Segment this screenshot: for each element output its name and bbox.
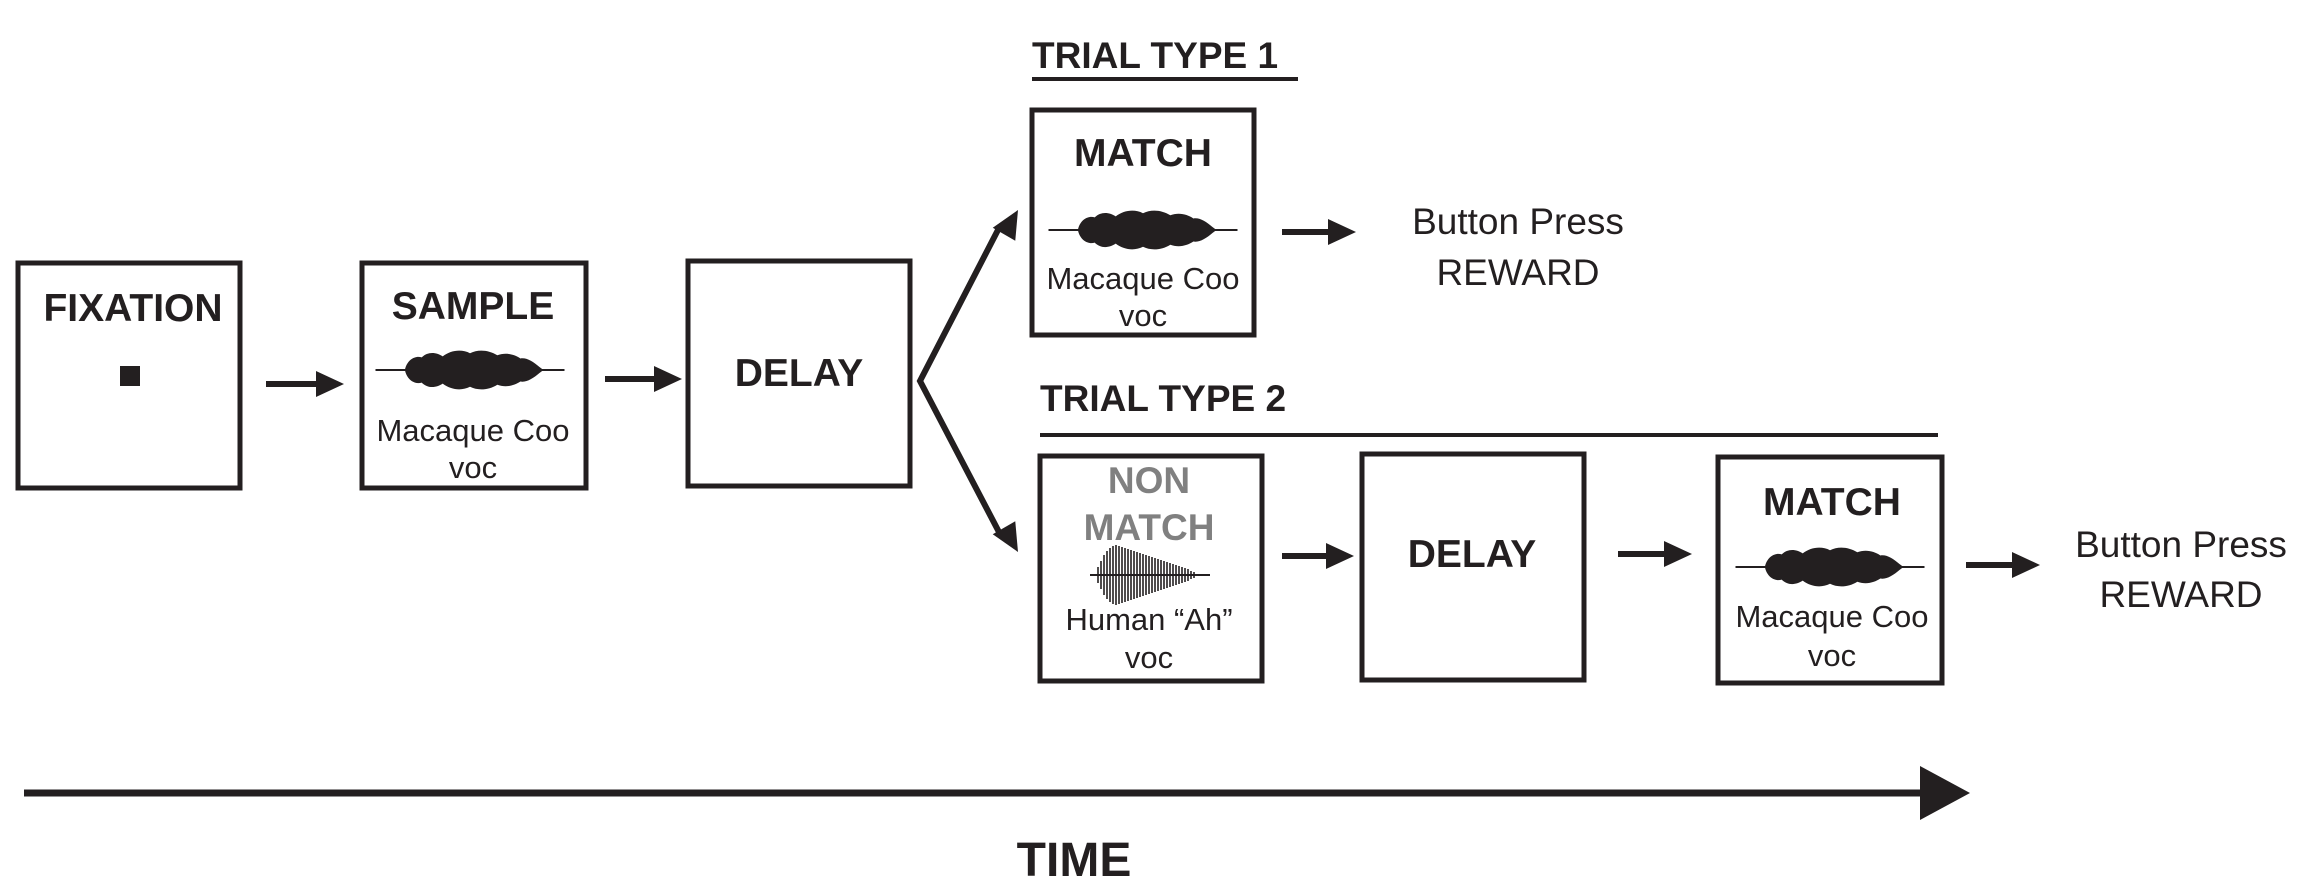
fixation-panel: FIXATION: [15, 260, 243, 491]
trial2-nonmatch-caption: Human “Ah”: [1065, 602, 1232, 637]
time-axis: TIME: [24, 766, 1970, 887]
trial-type-2: TRIAL TYPE 2 NON MATCH Human “Ah” voc DE…: [1037, 378, 2287, 686]
fixation-title: FIXATION: [43, 287, 222, 330]
arrow-match-to-reward-1: [1282, 219, 1356, 245]
arrow-delay-to-match: [1618, 541, 1692, 567]
trial2-nonmatch-caption-voc: voc: [1125, 640, 1173, 675]
coo-waveform-icon: [1047, 209, 1239, 251]
coo-waveform-icon: [1734, 546, 1926, 588]
trial2-match-title: MATCH: [1763, 481, 1901, 524]
time-arrowhead-icon: [1920, 766, 1970, 820]
sample-panel: SAMPLE Macaque Coo voc: [359, 260, 589, 491]
delay-title: DELAY: [735, 352, 864, 395]
sample-title: SAMPLE: [392, 285, 555, 328]
trial1-outcome-reward: REWARD: [1436, 252, 1599, 293]
coo-waveform-icon: [374, 349, 566, 391]
sample-caption: Macaque Coo: [376, 413, 569, 448]
fixation-point-icon: [120, 366, 140, 386]
arrow-sample-to-delay: [605, 366, 682, 392]
trial2-nonmatch-title-line2: MATCH: [1084, 507, 1215, 548]
trial2-outcome-button-press: Button Press: [2075, 524, 2287, 565]
trial1-match-panel: MATCH Macaque Coo voc: [1029, 107, 1257, 338]
trial-type-1: TRIAL TYPE 1 MATCH Macaque Coo voc Butto…: [1029, 35, 1624, 338]
trial-type-2-heading: TRIAL TYPE 2: [1040, 378, 1286, 419]
trial2-outcome-reward: REWARD: [2099, 574, 2262, 615]
arrow-match-to-reward-2: [1966, 552, 2040, 578]
branch-arrows: [916, 203, 1030, 559]
trial1-match-title: MATCH: [1074, 132, 1212, 175]
delay-panel: DELAY: [685, 258, 913, 489]
sample-caption-voc: voc: [449, 450, 497, 485]
trial2-delay-title: DELAY: [1408, 533, 1537, 576]
trial2-nonmatch-panel: NON MATCH Human “Ah” voc: [1037, 453, 1265, 684]
trial2-match-panel: MATCH Macaque Coo voc: [1715, 454, 1945, 686]
time-axis-label: TIME: [1017, 834, 1132, 887]
trial-type-1-heading: TRIAL TYPE 1: [1032, 35, 1278, 76]
trial2-match-caption-voc: voc: [1808, 638, 1856, 673]
trial1-match-caption: Macaque Coo: [1046, 261, 1239, 296]
trial2-nonmatch-title-line1: NON: [1108, 460, 1190, 501]
ah-waveform-icon: [1089, 544, 1211, 606]
arrow-fixation-to-sample: [266, 371, 344, 397]
arrow-nonmatch-to-delay: [1282, 543, 1354, 569]
trial1-match-caption-voc: voc: [1119, 298, 1167, 333]
trial2-delay-panel: DELAY: [1359, 451, 1587, 683]
trial1-outcome-button-press: Button Press: [1412, 201, 1624, 242]
trial2-match-caption: Macaque Coo: [1735, 599, 1928, 634]
